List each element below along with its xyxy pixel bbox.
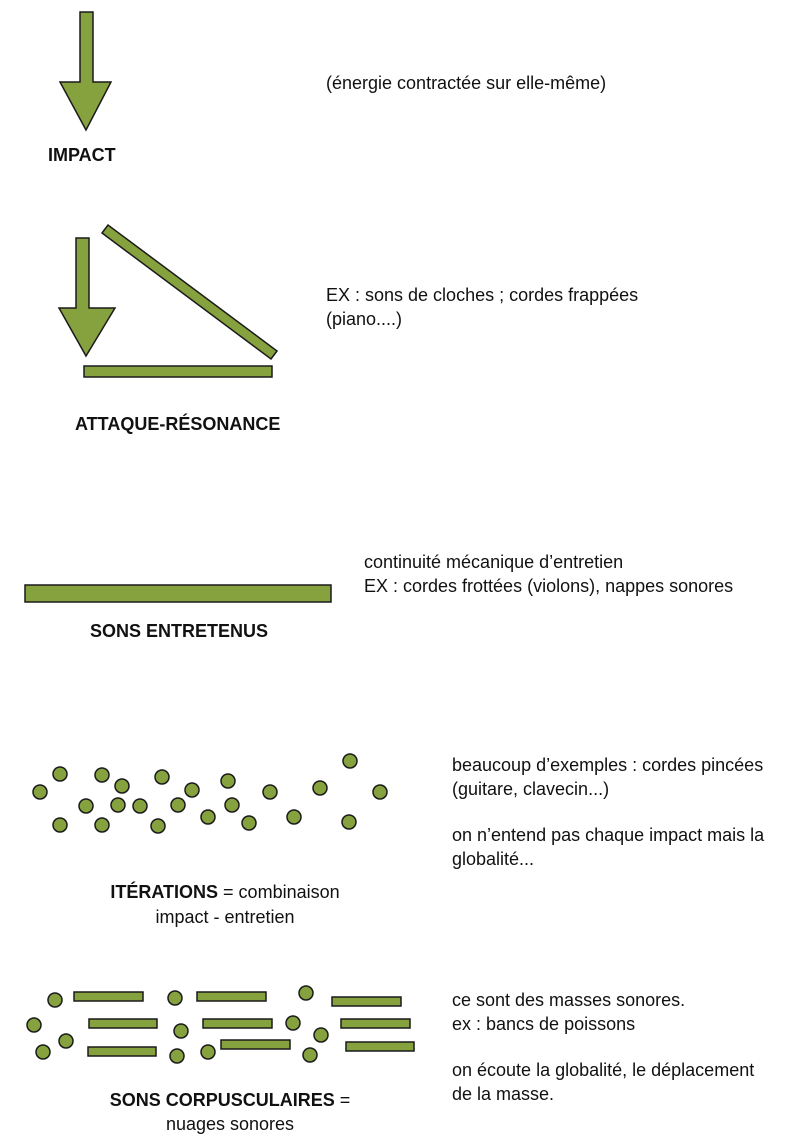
corpuscule-dot	[169, 1048, 185, 1064]
corpuscule-dot	[47, 992, 63, 1008]
iteration-dot	[286, 809, 302, 825]
entretenus-note-line2: EX : cordes frottées (violons), nappes s…	[364, 576, 734, 596]
iteration-dot	[312, 780, 328, 796]
corpuscule-dot	[58, 1033, 74, 1049]
corpuscule-dot	[285, 1015, 301, 1031]
iteration-dot	[114, 778, 130, 794]
attaque-note-line2: (piano....)	[326, 309, 403, 329]
corpusculaires-note-line2: ex : bancs de poissons	[452, 1014, 636, 1034]
corpuscule-bar	[331, 996, 402, 1007]
corpuscule-bar	[340, 1018, 411, 1029]
corpuscule-bar	[196, 991, 267, 1002]
attaque-arrow	[57, 237, 117, 358]
iteration-dot	[241, 815, 257, 831]
iterations-subtitle: impact - entretien	[155, 907, 295, 927]
corpuscule-bar	[87, 1046, 157, 1057]
attaque-base-bar	[83, 365, 273, 378]
iteration-dot	[150, 818, 166, 834]
iteration-dot	[32, 784, 48, 800]
iteration-dot	[184, 782, 200, 798]
iteration-dot	[341, 814, 357, 830]
iterations-title-bold: ITÉRATIONS	[110, 882, 219, 902]
corpusculaires-subtitle: nuages sonores	[165, 1114, 295, 1134]
iteration-dot	[94, 817, 110, 833]
impact-title: IMPACT	[48, 145, 116, 165]
iteration-dot	[372, 784, 388, 800]
corpuscule-bar	[220, 1039, 291, 1050]
corpuscule-dot	[173, 1023, 189, 1039]
iteration-dot	[94, 767, 110, 783]
attaque-note-line1: EX : sons de cloches ; cordes frappées	[326, 285, 639, 305]
corpusculaires-title-rest: =	[334, 1090, 351, 1110]
iterations-note-line4: globalité...	[452, 849, 535, 869]
attaque-title: ATTAQUE-RÉSONANCE	[75, 414, 281, 434]
corpuscule-bar	[73, 991, 144, 1002]
corpuscule-bar	[345, 1041, 415, 1052]
iteration-dot	[170, 797, 186, 813]
corpuscule-dot	[167, 990, 183, 1006]
corpuscule-dot	[313, 1027, 329, 1043]
corpuscule-dot	[200, 1044, 216, 1060]
iteration-dot	[220, 773, 236, 789]
iteration-dot	[154, 769, 170, 785]
corpuscule-dot	[26, 1017, 42, 1033]
iterations-title: ITÉRATIONS = combinaison	[60, 880, 390, 904]
corpusculaires-note-line1: ce sont des masses sonores.	[452, 990, 686, 1010]
iterations-note-line1: beaucoup d’exemples : cordes pincées	[452, 755, 764, 775]
corpuscule-dot	[302, 1047, 318, 1063]
corpusculaires-title-bold: SONS CORPUSCULAIRES	[109, 1090, 335, 1110]
corpuscule-bar	[88, 1018, 158, 1029]
impact-arrow	[58, 11, 113, 132]
iteration-dot	[110, 797, 126, 813]
corpuscules	[26, 985, 415, 1064]
attaque-diagonal-bar	[100, 223, 279, 361]
iterations-note-line3: on n’entend pas chaque impact mais la	[452, 825, 765, 845]
iteration-dot	[224, 797, 240, 813]
iterations-title-rest: = combinaison	[218, 882, 340, 902]
corpuscule-dot	[35, 1044, 51, 1060]
corpuscule-dot	[298, 985, 314, 1001]
corpuscule-bar	[202, 1018, 273, 1029]
iterations-dots	[32, 753, 388, 834]
iteration-dot	[52, 766, 68, 782]
iterations-note-line2: (guitare, clavecin...)	[452, 779, 610, 799]
corpusculaires-title: SONS CORPUSCULAIRES =	[60, 1088, 400, 1112]
iteration-dot	[132, 798, 148, 814]
iteration-dot	[342, 753, 358, 769]
iteration-dot	[52, 817, 68, 833]
corpusculaires-note-line3: on écoute la globalité, le déplacement	[452, 1060, 755, 1080]
impact-note: (énergie contractée sur elle-même)	[326, 73, 607, 93]
entretenus-bar	[24, 584, 332, 603]
entretenus-note-line1: continuité mécanique d’entretien	[364, 552, 624, 572]
corpusculaires-note-line4: de la masse.	[452, 1084, 555, 1104]
entretenus-title: SONS ENTRETENUS	[90, 621, 269, 641]
iteration-dot	[78, 798, 94, 814]
iteration-dot	[262, 784, 278, 800]
iteration-dot	[200, 809, 216, 825]
